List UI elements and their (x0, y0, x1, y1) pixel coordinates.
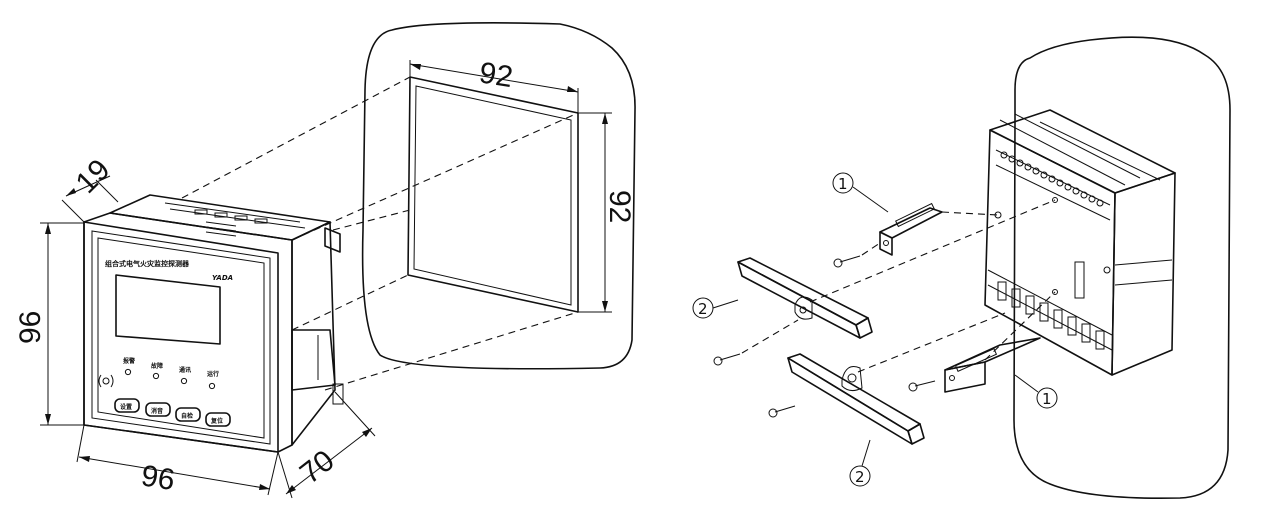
panel-cutout: 92 92 (361, 22, 636, 370)
button-set-label: 设置 (120, 403, 132, 411)
meter-rear-body (984, 109, 1176, 376)
dim-cutout-height: 92 (603, 190, 636, 223)
callout-clamp-upper: 2 (698, 300, 708, 318)
meter-front-view: 组合式电气火灾监控探测器 YADA 报警 故障 通讯 运行 设置 消音 自检 (83, 194, 344, 453)
dim-panel-width: 96 (139, 459, 177, 497)
projection-lines (181, 76, 579, 391)
callout-clamp-lower: 2 (855, 468, 865, 486)
button-mute-label: 消音 (151, 407, 163, 415)
button-reset (205, 412, 231, 427)
dimension-lines: 19 96 96 70 (14, 153, 376, 499)
clamp-upper (713, 199, 1056, 366)
indicator-comm-label: 通讯 (179, 366, 191, 374)
callout-bracket-lower-circle (1036, 387, 1058, 409)
clamp-lower (768, 312, 1006, 445)
mounting-bracket-upper (833, 202, 999, 268)
brand-logo: YADA (212, 274, 233, 282)
indicator-run-label: 运行 (207, 370, 219, 378)
indicator-fault-led (152, 372, 160, 380)
indicator-comm-led (180, 377, 188, 385)
callout-bracket-upper-circle (832, 172, 854, 194)
indicator-fault-label: 故障 (151, 362, 163, 370)
callouts: 1 2 1 2 (692, 172, 1058, 487)
button-set (114, 398, 140, 413)
indicator-alarm-label: 报警 (123, 357, 135, 365)
terminal-screws (1000, 151, 1104, 207)
rear-panel (1013, 36, 1231, 500)
callout-clamp-lower-circle (849, 465, 871, 487)
callout-bracket-lower: 1 (1042, 390, 1052, 408)
dim-body-depth: 70 (294, 444, 341, 491)
button-reset-label: 复位 (210, 417, 223, 425)
indicator-run-led (208, 382, 216, 390)
device-title: 组合式电气火灾监控探测器 (105, 259, 190, 268)
button-selftest (175, 407, 201, 422)
button-mute (145, 402, 171, 417)
mounting-bracket-lower (908, 291, 1056, 393)
dim-cutout-width: 92 (477, 56, 515, 94)
signal-icon (98, 374, 114, 388)
callout-bracket-upper: 1 (838, 175, 848, 193)
dim-panel-height: 96 (14, 311, 47, 344)
button-selftest-label: 自检 (181, 412, 193, 420)
indicator-alarm-led (124, 368, 132, 376)
